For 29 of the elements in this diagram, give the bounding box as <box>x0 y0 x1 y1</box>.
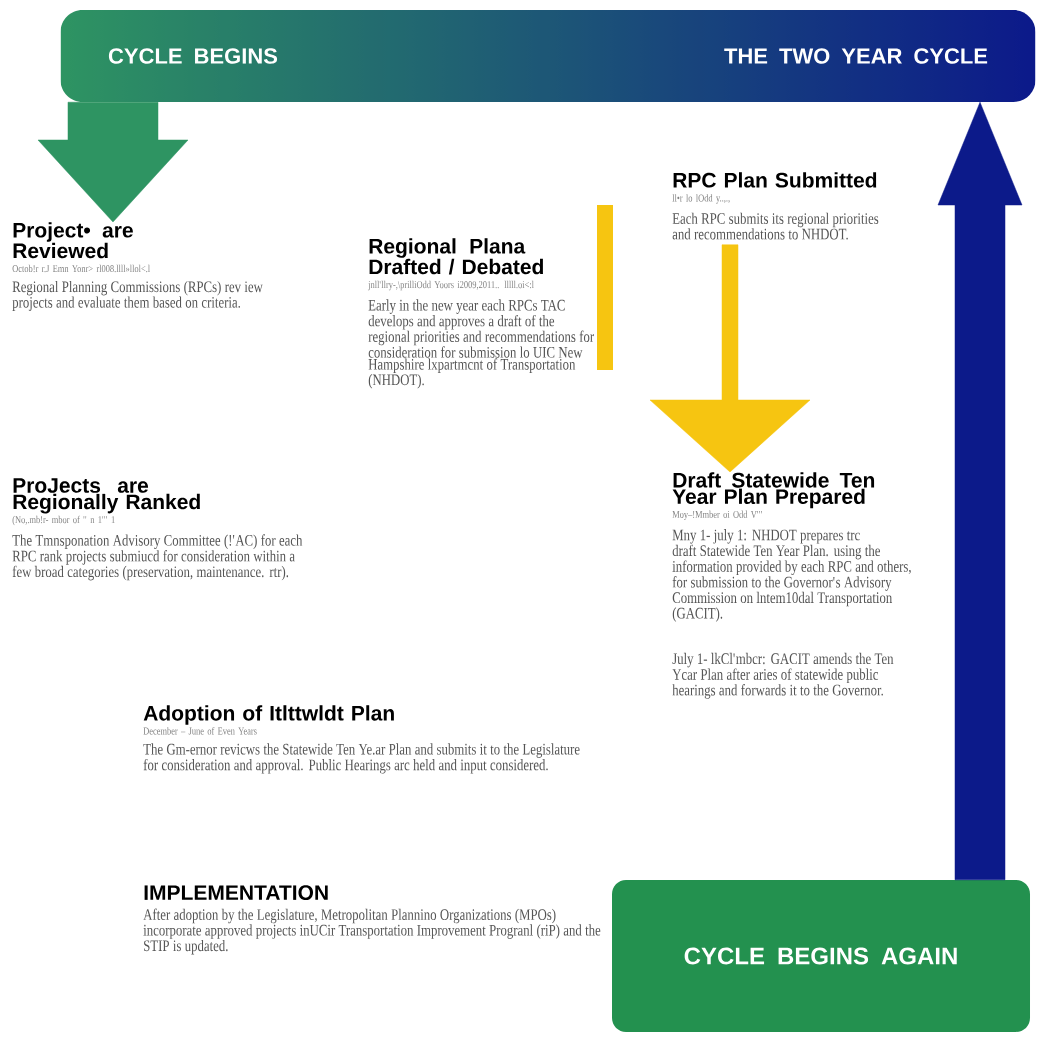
date-range: jnll'llry-,\prilliOdd Yoors i2009,2011.. lllll.oi<:l <box>367 280 534 291</box>
arrow <box>649 244 811 473</box>
description: Each RPC submits its regional priorities and recommendations to NHDOT. <box>672 212 879 240</box>
date-range: (No,.mb!r- mbor of '' n 1''' 1 <box>12 515 115 526</box>
heading: Project• are Reviewed <box>13 222 133 259</box>
banner-text: THE TWO YEAR CYCLE <box>724 48 988 64</box>
heading: ProJects are Regionally Ranked <box>13 478 200 514</box>
arrow <box>37 101 189 223</box>
date-range: ll•r lo lOdd y..,., <box>672 194 730 204</box>
heading: RPC Plan Submitted <box>673 172 877 188</box>
heading: Draft Statewide Ten Year Plan Prepared <box>672 472 875 509</box>
description: The Gm-ernor revicws the Statewide Ten Ye.ar Plan and submits it to the Legislature for consideration and approval. Public Hearings arc held and input considered. <box>143 743 580 774</box>
banner-text: CYCLE BEGINS <box>108 48 278 64</box>
description: Regional Planning Commissions (RPCs) rev iew projects and evaluate them based on criteria. <box>12 280 263 311</box>
description: July 1- lkCl'mbcr: GACIT amends the Ten Ycar Plan after aries of statewide public hearings and forwards it to the Governor. <box>672 652 894 699</box>
date-range: December – June of Even Years <box>143 727 257 735</box>
cycle-box <box>612 880 1030 1032</box>
description: Mny 1- july 1: NHDOT prepares trc draft Statewide Ten Year Plan. using the information provided by each RPC and others, for submission to the Governor's Advisory Commission on lntem10dal Transportation (GACIT). <box>672 529 911 622</box>
arrow <box>937 101 1023 881</box>
heading: IMPLEMENTATION <box>144 885 328 901</box>
heading: Regional Plana Drafted / Debated <box>369 238 543 275</box>
heading: Adoption of Itlttwldt Plan <box>143 705 394 725</box>
date-range: Moy–!Mmber oi Odd V''' <box>672 510 762 521</box>
date-range: Octob!r r.J Emn Yonr> rl008.llll»llol<.l <box>12 264 150 273</box>
bar <box>597 205 613 370</box>
description: After adoption by the Legislature, Metropolitan Plannino Organizations (MPOs) incorporate approved projects inUCir Transportation Improvement Progranl (riP) and the STIP is updated. <box>143 908 601 955</box>
description: Early in the new year each RPCs TAC develops and approves a draft of the regional priorities and recommendations for consideration for submission lo UIC New Hampshire lxpartmcnt of Transportation (NHDOT). <box>368 299 594 389</box>
cycle-text: CYCLE BEGINS AGAIN <box>684 947 957 965</box>
description: The Tmnsponation Advisory Committee (!'AC) for each RPC rank projects submiucd for consideration within a few broad categories (preservation, maintenance. rtr). <box>12 534 303 581</box>
